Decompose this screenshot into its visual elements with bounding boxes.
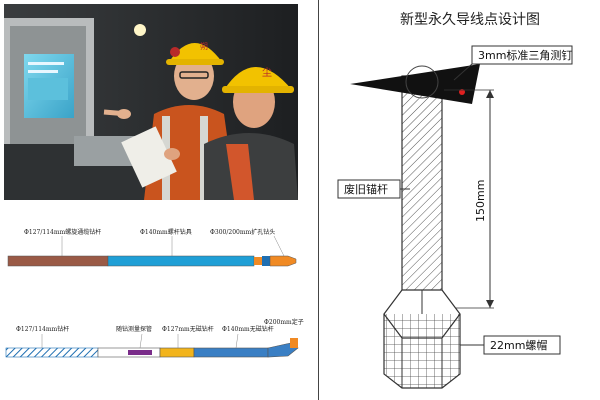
reamer-bit-icon [269,255,297,267]
cap-lamp-icon [170,47,180,57]
triangle-nail-icon [350,64,480,104]
clipboard [121,126,177,188]
survey-point-marker [459,89,465,95]
hex-nut-body [383,314,461,389]
helmet-back [169,43,222,62]
hatched-rod-segment [5,347,99,358]
label-stator: Φ200mm定子 [264,318,304,326]
design-title: 新型永久导线点设计图 [400,12,540,28]
label-screw-drill: Φ140mm螺杆钻具 [140,228,192,236]
nonmag-collar [159,347,195,358]
helmet-front [224,67,292,90]
rod-diagram-top: Φ127/114mm螺旋通缆钻杆 Φ140mm螺杆钻具 Φ300/200mm扩孔… [2,222,302,272]
helmet-text-left: 朔 [200,41,208,51]
label-reamer-bit: Φ300/200mm扩孔钻头 [210,228,275,236]
bolt-label: 废旧锚杆 [344,182,388,196]
nut-label: 22mm螺帽 [490,339,547,352]
miners-photo-illustration: 朔 尘 [4,4,298,200]
panel-separator [318,0,319,400]
nonmag-rod-140 [193,347,269,358]
lamp-glow [134,24,146,36]
label-nonmag-rod: Φ127mm无磁钻杆 [162,325,214,333]
nail-callout-box [471,45,573,65]
nail-circle [405,65,439,99]
nail-label: 3mm标准三角测钉 [478,48,572,62]
arrow-up-icon [486,90,494,98]
drill-bit-icon [290,338,298,348]
screw-drill-segment [107,255,255,267]
spiral-rod-segment [7,255,109,267]
rod-diagram-bottom: Φ127/114mm钻杆 随钻测量探管 Φ127mm无磁钻杆 Φ140mm无磁钻… [2,318,304,368]
traverse-point-design: 新型永久导线点设计图 3mm标准三角测钉 废旧锚杆 150mm 22mm螺帽 [322,0,600,400]
label-mwd-probe: 随钻测量探管 [116,325,152,333]
arrow-down-icon [486,300,494,308]
helmet-text-right: 尘 [262,67,272,79]
miners-photo: 朔 尘 [4,4,298,200]
label-spiral-rod: Φ127/114mm螺旋通缆钻杆 [24,228,101,236]
mwd-probe-icon [128,350,152,355]
miner-front: 尘 [103,67,298,200]
anchor-bolt [401,75,443,315]
length-label: 150mm [474,180,487,222]
label-drill-rod: Φ127/114mm钻杆 [16,325,69,333]
label-nonmag-rod-140: Φ140mm无磁钻杆 [222,325,274,333]
